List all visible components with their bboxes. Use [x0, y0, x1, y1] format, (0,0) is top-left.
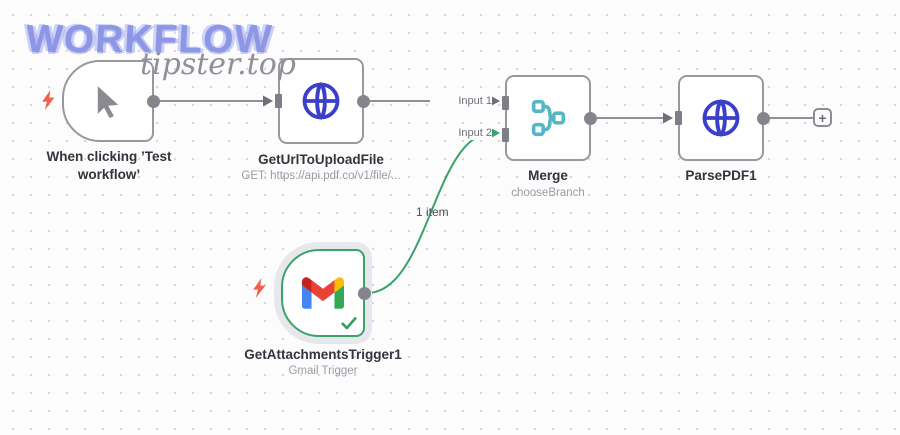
- cursor-icon: [90, 83, 126, 119]
- arrowhead-merge-input1: [490, 95, 500, 107]
- connection-items-count: 1 item: [416, 205, 449, 219]
- node-subtitle-geturl: GET: https://api.pdf.co/v1/file/...: [241, 170, 401, 182]
- node-label-manual-trigger: When clicking ’Test workflow’: [46, 149, 172, 183]
- git-merge-icon: [525, 95, 571, 141]
- node-manual-trigger[interactable]: [62, 60, 160, 142]
- node-merge[interactable]: [502, 75, 597, 161]
- output-port-manual-trigger[interactable]: [147, 94, 160, 108]
- merge-input2-label: Input 2: [430, 127, 492, 140]
- globe-icon: [298, 78, 344, 124]
- node-subtitle-merge: chooseBranch: [511, 187, 585, 199]
- node-get-url-to-upload-file[interactable]: [275, 58, 370, 144]
- node-label-gmail: GetAttachmentsTrigger1: [244, 347, 402, 362]
- input-port-merge-1[interactable]: [502, 96, 509, 110]
- node-subtitle-gmail: Gmail Trigger: [288, 365, 358, 377]
- arrowhead-geturl-input: [263, 95, 273, 107]
- success-check-icon: [341, 317, 357, 330]
- input-port-parsepdf[interactable]: [675, 111, 682, 125]
- output-port-merge[interactable]: [584, 111, 597, 125]
- arrowhead-parsepdf-input: [663, 112, 673, 124]
- plus-icon: +: [818, 109, 827, 126]
- node-gmail-trigger[interactable]: [281, 249, 371, 337]
- input-port-merge-2[interactable]: [502, 128, 509, 142]
- output-port-parsepdf[interactable]: [757, 111, 770, 125]
- node-label-parsepdf: ParsePDF1: [685, 168, 757, 183]
- node-label-merge: Merge: [528, 168, 568, 183]
- output-port-geturl[interactable]: [357, 94, 370, 108]
- lightning-bolt-icon: [42, 90, 55, 110]
- lightning-bolt-icon: [253, 278, 266, 298]
- globe-icon: [698, 95, 744, 141]
- node-parse-pdf1[interactable]: [675, 75, 770, 161]
- arrowhead-merge-input2: [490, 127, 500, 139]
- node-label-geturl: GetUrlToUploadFile: [258, 152, 384, 167]
- gmail-icon: [302, 277, 344, 309]
- add-node-button[interactable]: +: [813, 108, 832, 127]
- connection-gmail-to-merge: [366, 132, 493, 294]
- input-port-geturl[interactable]: [275, 94, 282, 108]
- merge-input1-label: Input 1: [430, 95, 492, 108]
- output-port-gmail[interactable]: [358, 286, 371, 300]
